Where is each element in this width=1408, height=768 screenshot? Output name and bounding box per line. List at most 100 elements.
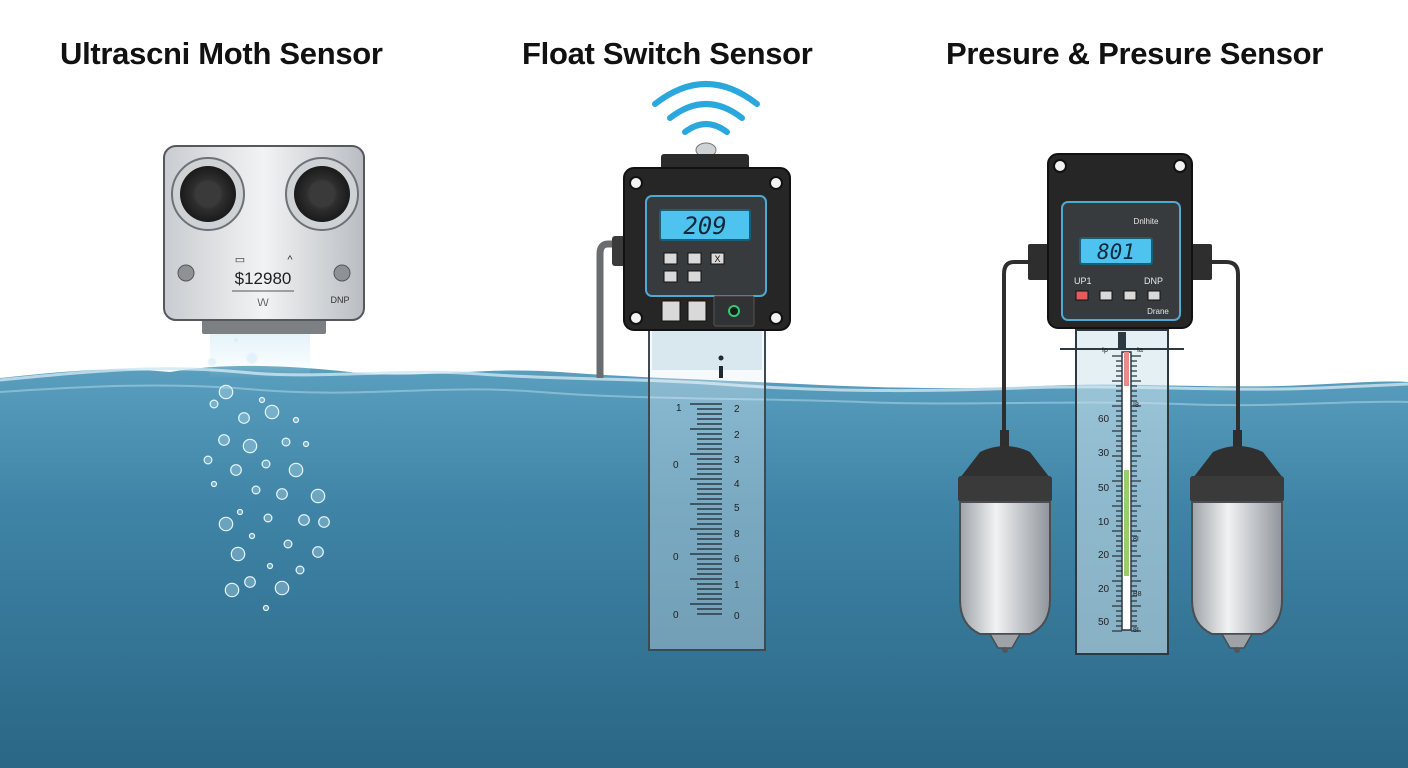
screw-icon [177,264,195,282]
scale-label: 50 [1098,483,1110,494]
scale-label: 8 [734,529,740,540]
float-switch-sensor-title: Float Switch Sensor [522,36,813,71]
ultrasonic-icon-right: ^ [287,254,293,266]
bubble [238,412,250,424]
scale-label: 2 [734,430,740,441]
scale-label: 2 [734,404,740,415]
left-pressure-transducer [958,430,1052,653]
bubble [246,352,258,364]
float-scale-left-labels: 1 0 0 0 [673,403,682,621]
pressure-sensor: Ip Ia 60 30 50 10 20 20 50 I8 8I B8 8I D… [958,153,1284,655]
bubble [242,438,258,454]
bubble [258,396,266,404]
pressure-button[interactable] [1147,290,1161,301]
left-transducer-icon [171,157,245,231]
float-button[interactable] [663,252,678,265]
bubble [266,562,274,570]
bubble [281,437,291,447]
pressure-button[interactable] [1099,290,1113,301]
scale-label: 8I [1133,536,1139,543]
ultrasonic-brand: \/\/ [257,298,268,309]
bubble [209,399,219,409]
ultrasonic-reading: $12980 [235,269,292,288]
scale-label: 3 [734,455,740,466]
screw-icon [333,264,351,282]
pressure-scale-left-labels: 60 30 50 10 20 20 50 [1098,414,1110,628]
float-lcd-display [659,209,751,241]
pressure-label-left: UP1 [1074,276,1092,286]
screw-icon [769,176,783,190]
wifi-signal-icon [652,81,760,135]
ultrasonic-corner-label: DNP [330,295,349,305]
bubble [262,604,270,612]
status-led-icon [728,305,740,317]
scale-label: 8I [1133,627,1139,634]
bubble [276,488,288,500]
bubble [224,582,240,598]
pressure-scale-right-labels: I8 8I B8 8I [1133,402,1142,634]
scale-label: I8 [1133,402,1139,409]
bubble [232,336,240,344]
float-button[interactable] [687,252,702,265]
float-button[interactable] [661,300,681,322]
bubble [207,357,217,367]
pressure-button[interactable] [1123,290,1137,301]
scale-label: 60 [1098,414,1110,425]
float-button[interactable] [687,270,702,283]
bubble [288,462,304,478]
pressure-footer-text: Drane [1147,307,1169,316]
gauge-top-mark: Ia [1137,347,1143,354]
pressure-display-value: 801 [1097,240,1135,264]
scale-label: B8 [1133,591,1142,598]
bubble [218,384,234,400]
float-button-glyph: X [714,254,720,264]
scale-label: 20 [1098,550,1110,561]
bubble [251,485,261,495]
scale-label: 1 [734,580,740,591]
scale-label: 0 [673,460,679,471]
bubble [264,404,280,420]
bubble [218,516,234,532]
float-button[interactable] [663,270,678,283]
screw-icon [1173,159,1187,173]
bubble [230,464,242,476]
ultrasonic-sensor-title: Ultrascni Moth Sensor [60,36,383,71]
bubbles [203,336,330,612]
pressure-sensor-title: Presure & Presure Sensor [946,36,1324,71]
pressure-label-right: DNP [1144,276,1163,286]
bubble [292,416,300,424]
scale-label: 6 [734,554,740,565]
ultrasonic-sensor: ▭ ^ $12980 \/\/ DNP [163,145,365,378]
scale-label: 0 [673,610,679,621]
bubble [210,480,218,488]
float-scale-right-labels: 2 2 3 4 5 8 6 1 0 [734,404,740,622]
screw-icon [629,311,643,325]
bubble [295,565,305,575]
bubble [263,513,273,523]
float-display-value: 209 [683,212,726,240]
ultrasonic-icon-left: ▭ [235,254,245,266]
bubble [203,455,213,465]
scale-label: 20 [1098,584,1110,595]
bubble [218,434,230,446]
scale-label: 0 [734,611,740,622]
bubble [310,488,326,504]
gauge-top-mark: Ip [1102,347,1108,354]
pressure-lcd-display [1079,237,1153,265]
float-button-check[interactable] [710,252,725,265]
right-transducer-icon [285,157,359,231]
bubble [244,576,256,588]
scale-label: 4 [734,479,740,490]
scale-label: 1 [676,403,682,414]
bubble [298,514,310,526]
bubble [274,580,290,596]
scale-label: 50 [1098,617,1110,628]
pressure-header-text: Dnlhite [1134,217,1159,226]
right-pressure-transducer [1190,430,1284,653]
scale-label: 30 [1098,448,1110,459]
bubble [283,539,293,549]
pressure-button[interactable] [1075,290,1089,301]
bubble [230,546,246,562]
float-button[interactable] [687,300,707,322]
